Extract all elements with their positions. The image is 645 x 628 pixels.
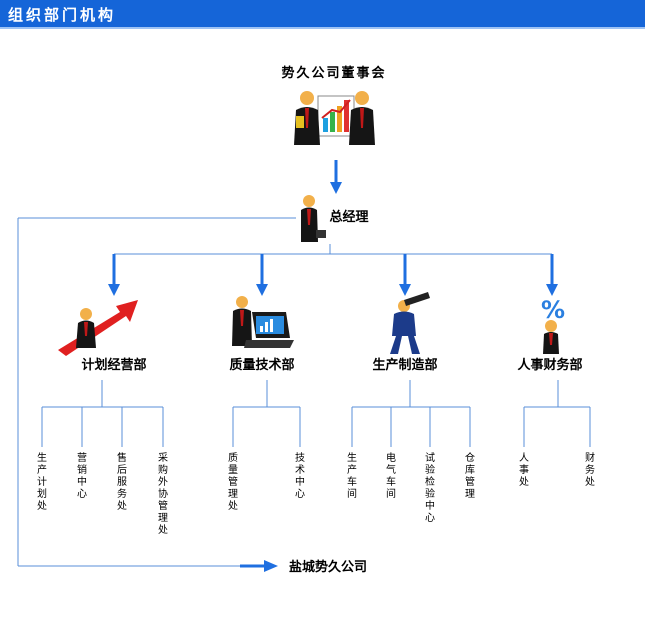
sub-item-char: 理 — [158, 512, 168, 524]
branch-label: 盐城势久公司 — [289, 559, 367, 575]
sub-item-char: 销 — [77, 463, 87, 476]
sub-item: 财务处 — [585, 451, 595, 488]
sub-item-char: 采 — [158, 452, 168, 464]
sub-item-char: 处 — [158, 524, 168, 536]
sub-item-char: 车 — [347, 475, 357, 488]
sub-item-char: 心 — [425, 512, 435, 524]
sub-item-char: 验 — [425, 487, 435, 500]
sub-item-char: 购 — [158, 463, 168, 476]
sub-item-char: 理 — [228, 488, 238, 500]
sub-item-char: 中 — [295, 475, 305, 488]
arrow-up-icon — [58, 300, 138, 356]
sub-item-char: 管 — [158, 499, 168, 512]
sub-item-char: 中 — [425, 499, 435, 512]
board-label: 势久公司董事会 — [281, 65, 386, 81]
sub-item-char: 库 — [465, 463, 475, 476]
sub-item-char: 售 — [117, 451, 127, 464]
sub-item-char: 事 — [519, 463, 529, 476]
sub-item-char: 产 — [37, 463, 47, 476]
sub-item-char: 务 — [585, 463, 595, 476]
sub-item-char: 质 — [228, 452, 238, 464]
sub-item-char: 处 — [585, 476, 595, 488]
svg-text:%: % — [541, 296, 565, 324]
sub-item-char: 营 — [77, 451, 87, 464]
sub-item-char: 处 — [37, 500, 47, 512]
page-title: 组织部门机构 — [8, 6, 117, 24]
sub-item-char: 检 — [425, 475, 435, 488]
dept-label-1: 计划经营部 — [81, 357, 146, 373]
sub-item-char: 心 — [295, 488, 305, 500]
sub-item-char: 中 — [77, 475, 87, 488]
connector-lines — [17, 217, 591, 567]
dept-label-2: 质量技术部 — [229, 357, 294, 373]
dept-arrow-4-head — [546, 284, 558, 296]
sub-item-char: 协 — [158, 487, 168, 500]
percent-icon: % — [541, 296, 565, 354]
businessmen-chart-icon — [294, 91, 375, 145]
sub-item-char: 心 — [77, 488, 87, 500]
sub-item-char: 气 — [386, 463, 396, 476]
dept-label-3: 生产制造部 — [372, 357, 437, 373]
flow-arrows — [108, 160, 558, 572]
sub-item-char: 处 — [519, 476, 529, 488]
sub-item-char: 间 — [347, 487, 357, 500]
sub-item-char: 仓 — [465, 451, 475, 464]
sub-item-char: 量 — [228, 464, 238, 476]
sub-item-char: 后 — [117, 464, 127, 476]
sub-item-char: 处 — [117, 500, 127, 512]
sub-item-char: 产 — [347, 463, 357, 476]
sub-item-char: 技 — [295, 451, 305, 464]
dept-label-4: 人事财务部 — [517, 357, 582, 373]
sub-item-char: 生 — [347, 451, 357, 464]
dept-arrow-1-head — [108, 284, 120, 296]
sub-item-char: 人 — [519, 452, 529, 464]
sub-item-char: 术 — [295, 464, 305, 476]
branch-arrow-head — [264, 560, 278, 572]
sub-item-char: 处 — [228, 500, 238, 512]
sub-item-char: 管 — [228, 475, 238, 488]
sub-item-char: 财 — [585, 451, 595, 464]
telescope-icon — [390, 292, 430, 354]
businessman-phone-icon — [301, 195, 326, 242]
sub-item-char: 计 — [37, 475, 47, 488]
sub-item-char: 车 — [386, 475, 396, 488]
sub-item-char: 理 — [465, 488, 475, 500]
sub-item-char: 电 — [386, 451, 396, 464]
sub-item: 人事处 — [519, 452, 529, 488]
dept-arrow-3-head — [399, 284, 411, 296]
header-divider — [0, 27, 645, 29]
gm-label: 总经理 — [329, 209, 368, 225]
sub-item-char: 生 — [37, 451, 47, 464]
sub-item-char: 试 — [425, 451, 435, 464]
sub-item-char: 服 — [117, 476, 127, 488]
laptop-icon — [232, 296, 294, 348]
sub-item-char: 验 — [425, 463, 435, 476]
board-to-gm-arrow-head — [330, 182, 342, 194]
sub-item-char: 划 — [37, 487, 47, 500]
header-bar: 组织部门机构 — [0, 0, 645, 27]
dept-arrow-2-head — [256, 284, 268, 296]
sub-item-char: 外 — [158, 476, 168, 488]
sub-item-char: 管 — [465, 475, 475, 488]
sub-item-char: 间 — [386, 487, 396, 500]
departments: 计划经营部生产计划处营销中心售后服务处采购外协管理处质量技术部质量管理处技术中心… — [37, 357, 595, 536]
sub-item-char: 务 — [117, 487, 127, 500]
